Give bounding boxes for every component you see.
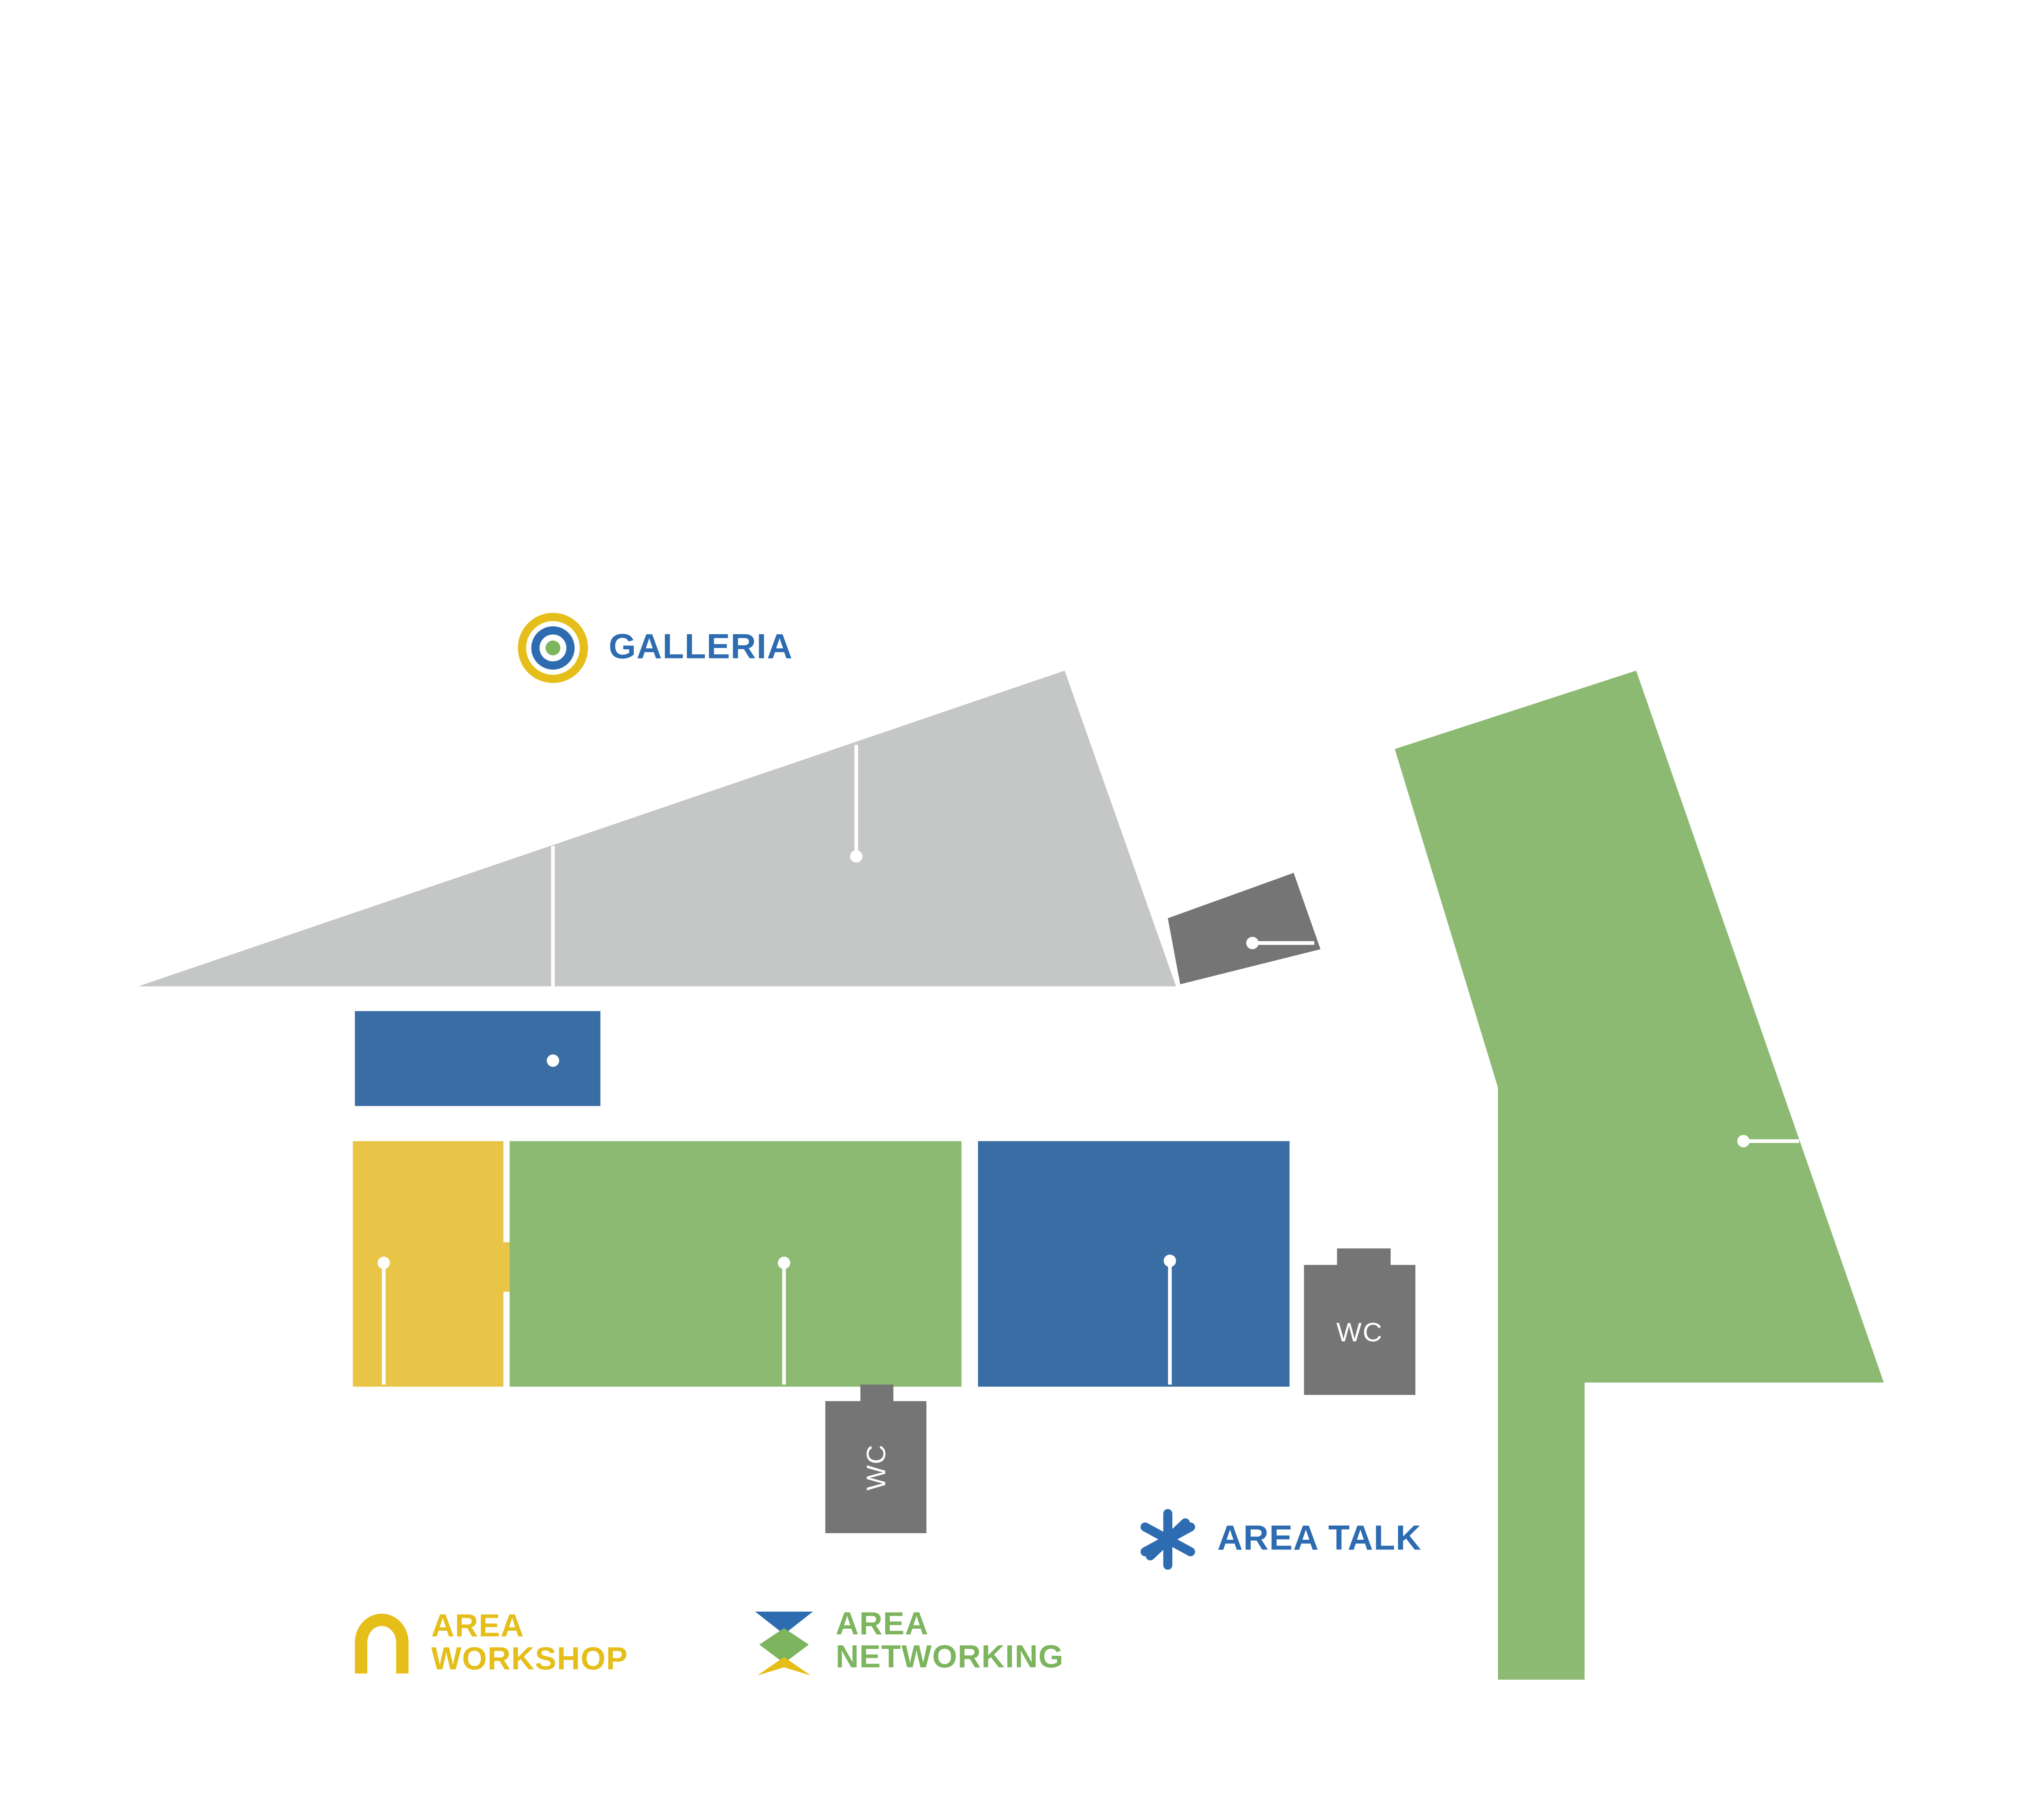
concentric-circles-icon [516,611,590,685]
workshop-room [353,1141,503,1387]
leader-dot [377,1257,390,1269]
galleria-triangle-area [138,671,1176,986]
legend-galleria-label: GALLERIA [609,627,793,667]
legend-galleria: GALLERIA [516,611,793,685]
leader-dot [850,850,863,863]
legend-talk-label: AREA TALK [1217,1519,1422,1558]
networking-room [510,1141,962,1387]
stacked-triangles-icon [751,1607,817,1677]
wc-right-label: WC [1336,1317,1383,1347]
talk-room [978,1141,1290,1387]
legend-networking-label: AREA NETWORKING [835,1607,1064,1676]
legend-talk: AREA TALK [1137,1509,1421,1570]
legend-workshop-line1: AREA [431,1609,525,1645]
legend-networking-line1: AREA [835,1607,929,1643]
wc-bottom-label: WC [861,1444,891,1491]
espositiva-area [1394,671,1884,1680]
legend-workshop-label: AREA WORKSHOP [431,1609,628,1678]
legend-networking: AREA NETWORKING [751,1607,1064,1677]
blue-room-upper [355,1011,601,1106]
arch-icon [351,1612,412,1678]
legend-workshop: AREA WORKSHOP [351,1609,628,1678]
leader-dot [1737,1135,1750,1147]
dark-gray-annex [1168,873,1321,984]
leader-dot [547,1054,559,1067]
legend-networking-line2: NETWORKING [835,1640,1064,1676]
wc-bottom-room [825,1401,926,1533]
wc-right-room [1304,1265,1415,1395]
leader-dot [1163,1255,1176,1267]
legend-workshop-line2: WORKSHOP [431,1642,628,1678]
leader-dot [1246,937,1259,949]
asterisk-icon [1137,1509,1199,1570]
leader-dot [778,1257,791,1269]
